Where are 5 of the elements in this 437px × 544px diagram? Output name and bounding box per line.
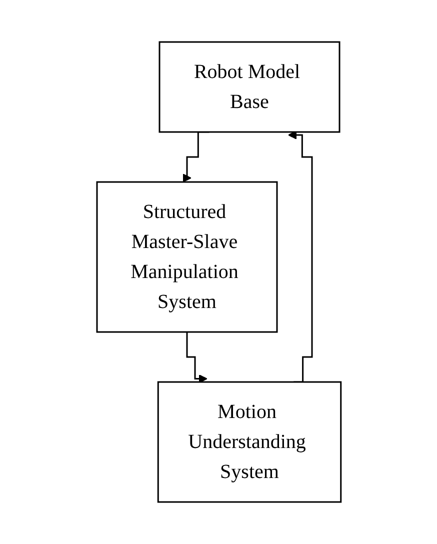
arrow bbox=[288, 130, 312, 383]
arrow bbox=[186, 331, 207, 384]
node-box: Motion Understanding System bbox=[156, 381, 342, 503]
node-box: Structured Master-Slave Manipulation System bbox=[96, 181, 278, 333]
node-box: Robot Model Base bbox=[158, 41, 340, 133]
